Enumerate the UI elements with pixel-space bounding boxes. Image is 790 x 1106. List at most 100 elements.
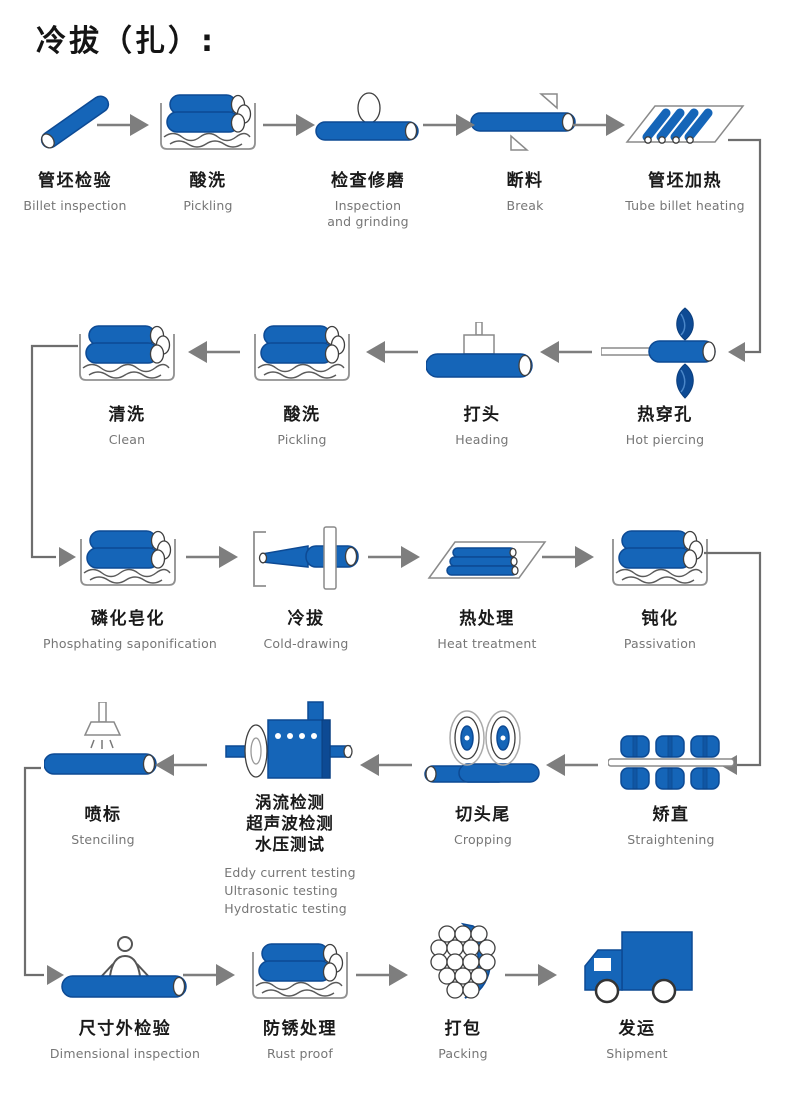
heat-treatment-tray-icon: [422, 520, 552, 596]
label-en: and grinding: [327, 214, 409, 229]
grinding-wheel-tube-icon: [300, 86, 436, 158]
truck-icon: [572, 930, 702, 1006]
label-en: Pickling: [277, 432, 327, 447]
label-cn: 管坯加热: [648, 171, 722, 191]
station-shipment: 发运 Shipment: [572, 930, 702, 1061]
drawing-die-icon: [243, 520, 369, 596]
spray-marker-tube-icon: [40, 700, 166, 792]
tube-bundle-icon: [402, 922, 524, 1006]
flow-arrow-right-icon: [423, 112, 475, 142]
flow-arrow-right-icon: [263, 112, 315, 142]
label-en-block: Eddy current testing Ultrasonic testing …: [224, 864, 356, 918]
label-en: Stenciling: [71, 832, 135, 847]
station-billet-inspection: 管坯检验 Billet inspection: [10, 86, 140, 213]
flow-arrow-right-icon: [573, 112, 625, 142]
station-break: 断料 Break: [462, 86, 588, 213]
piercing-rolls-icon: [598, 307, 732, 399]
label-cn: 打头: [463, 405, 501, 425]
flow-arrow-right-icon: [356, 962, 408, 992]
label-en: Heading: [455, 432, 509, 447]
heating-tray-icon: [612, 86, 758, 158]
passivation-tank-icon: [598, 520, 722, 596]
label-en: Tube billet heating: [625, 198, 745, 213]
label-en: Straightening: [627, 832, 715, 847]
flow-arrow-right-icon: [97, 112, 149, 142]
label-en: Heat treatment: [437, 636, 537, 651]
page-title: 冷拔（扎）:: [36, 24, 216, 59]
label-en: Phosphating saponification: [43, 636, 218, 651]
label-cn: 打包: [444, 1019, 482, 1039]
label-cn: 检查修磨: [331, 171, 405, 191]
label-en: Dimensional inspection: [49, 1046, 201, 1061]
station-cropping: 切头尾 Cropping: [418, 700, 548, 847]
heading-die-tube-icon: [418, 314, 546, 392]
label-en: Cold-drawing: [263, 636, 349, 651]
flow-arrow-left-icon: [540, 339, 592, 369]
cutting-discs-icon: [418, 700, 548, 792]
cut-tube-icon: [462, 86, 588, 158]
flow-arrow-right-icon: [368, 544, 420, 574]
station-hot-piercing: 热穿孔 Hot piercing: [598, 307, 732, 447]
station-rust-proof: 防锈处理 Rust proof: [238, 930, 362, 1061]
label-en: Packing: [438, 1046, 488, 1061]
label-cn: 管坯检验: [38, 171, 112, 191]
label-cn: 酸洗: [283, 405, 321, 425]
label-en: Clean: [108, 432, 146, 447]
label-en: Pickling: [183, 198, 233, 213]
label-en: Rust proof: [267, 1046, 333, 1061]
inspector-tube-icon: [33, 930, 217, 1006]
flow-arrow-right-icon: [186, 544, 238, 574]
connector-down-left-icon: [726, 130, 764, 370]
phosphating-tank-icon: [43, 520, 213, 596]
label-en: Ultrasonic testing: [224, 883, 338, 898]
station-heading: 打头 Heading: [418, 314, 546, 447]
flow-arrow-left-icon: [188, 339, 240, 369]
label-en: Break: [506, 198, 544, 213]
station-testing: 涡流检测 超声波检测 水压测试 Eddy current testing Ult…: [222, 700, 358, 918]
pickling-tank-icon: [240, 314, 364, 392]
label-en: Passivation: [623, 636, 697, 651]
pickling-tank-icon: [147, 86, 269, 158]
label-en: Inspection: [334, 198, 402, 213]
connector-down-right-icon: [14, 756, 80, 992]
label-en: Hot piercing: [625, 432, 705, 447]
straightening-rollers-icon: [606, 700, 736, 792]
label-en: Hydrostatic testing: [224, 901, 347, 916]
connector-down-right-icon: [12, 336, 82, 576]
label-cn: 矫直: [652, 805, 690, 825]
label-cn: 断料: [506, 171, 544, 191]
flow-arrow-left-icon: [366, 339, 418, 369]
label-en: Billet inspection: [23, 198, 127, 213]
label-en: Shipment: [606, 1046, 668, 1061]
station-straightening: 矫直 Straightening: [606, 700, 736, 847]
testing-machine-icon: [222, 700, 358, 792]
station-heat-treatment: 热处理 Heat treatment: [422, 520, 552, 651]
label-cn: 冷拔: [287, 609, 325, 629]
cleaning-tank-icon: [64, 314, 190, 392]
station-clean: 清洗 Clean: [64, 314, 190, 447]
flow-arrow-left-icon: [360, 752, 412, 782]
label-cn: 切头尾: [455, 805, 511, 825]
station-pickling-1: 酸洗 Pickling: [147, 86, 269, 213]
label-cn: 清洗: [108, 405, 146, 425]
station-cold-drawing: 冷拔 Cold-drawing: [243, 520, 369, 651]
flow-arrow-right-icon: [183, 962, 235, 992]
billet-tube-icon: [10, 86, 140, 158]
flow-arrow-left-icon: [155, 752, 207, 782]
station-pickling-2: 酸洗 Pickling: [240, 314, 364, 447]
label-cn: 磷化皂化: [91, 609, 165, 629]
label-cn: 尺寸外检验: [78, 1019, 172, 1039]
label-cn: 水压测试: [255, 835, 325, 854]
label-cn: 防锈处理: [263, 1019, 337, 1039]
flow-arrow-right-icon: [505, 962, 557, 992]
label-en: Eddy current testing: [224, 865, 356, 880]
label-cn: 超声波检测: [246, 814, 334, 833]
label-cn: 钝化: [641, 609, 679, 629]
flow-arrow-right-icon: [542, 544, 594, 574]
label-cn: 热处理: [459, 609, 515, 629]
station-stenciling: 喷标 Stenciling: [40, 700, 166, 847]
station-tube-billet-heating: 管坯加热 Tube billet heating: [612, 86, 758, 213]
label-en: Cropping: [453, 832, 513, 847]
station-dimensional-inspection: 尺寸外检验 Dimensional inspection: [33, 930, 217, 1061]
